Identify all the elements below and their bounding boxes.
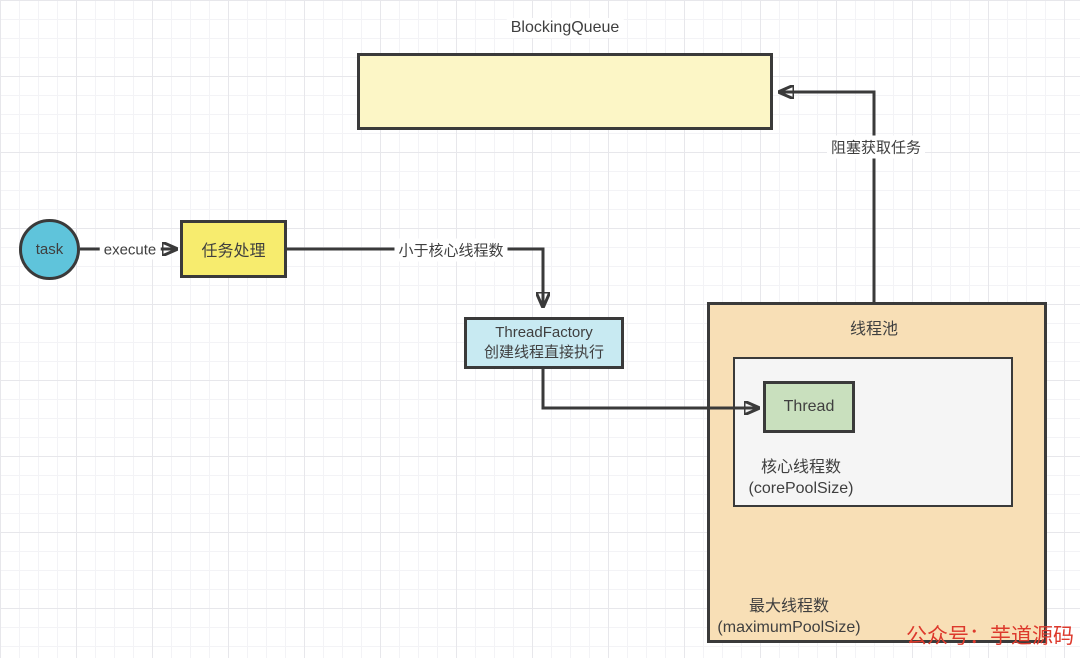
- blocking-queue-title: BlockingQueue: [506, 18, 624, 38]
- task-node: task: [19, 219, 80, 280]
- thread-factory-line1: ThreadFactory: [495, 324, 593, 341]
- watermark-text: 公众号：芋道源码: [906, 624, 1074, 648]
- task-process-label: 任务处理: [201, 243, 266, 260]
- thread-factory-line2: 创建线程直接执行: [483, 344, 604, 361]
- execute-edge-label: execute: [99, 240, 161, 260]
- blocking-queue-rect: [357, 53, 773, 130]
- arrow-pool-to-queue: [780, 92, 876, 302]
- blocking-fetch-edge-label: 阻塞获取任务: [826, 135, 926, 159]
- core-pool-size-label: 核心线程数(corePoolSize): [748, 459, 854, 497]
- task-node-label: task: [35, 241, 64, 258]
- maximum-pool-size-label: 最大线程数(maximumPoolSize): [717, 598, 861, 636]
- thread-factory-box: ThreadFactory 创建线程直接执行: [464, 317, 624, 369]
- thread-box: Thread: [763, 381, 855, 433]
- thread-pool-title: 线程池: [849, 321, 899, 338]
- task-process-box: 任务处理: [180, 220, 287, 278]
- thread-box-label: Thread: [783, 398, 835, 415]
- less-than-core-edge-label: 小于核心线程数: [394, 238, 508, 262]
